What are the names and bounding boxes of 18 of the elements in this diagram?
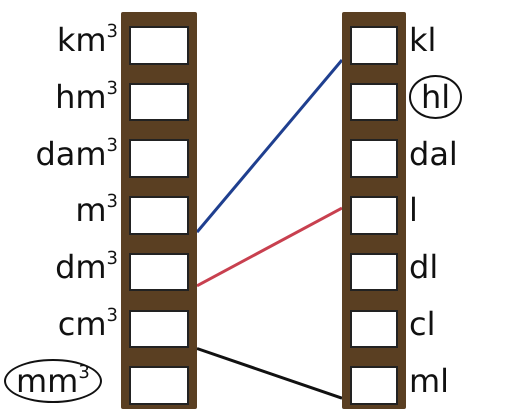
unit-label: dal — [409, 134, 458, 175]
unit-label: kl — [409, 20, 436, 62]
unit-label: ml — [409, 360, 450, 402]
unit-label: m$^{3}$ — [75, 190, 118, 232]
connecting-line — [196, 347, 342, 400]
connecting-line — [196, 206, 343, 288]
unit-label: cm$^{3}$ — [58, 304, 118, 345]
ladder — [342, 12, 406, 409]
circled-unit-label: hl — [409, 75, 462, 120]
unit-label: dam$^{3}$ — [35, 134, 118, 175]
unit-label: dm$^{3}$ — [55, 247, 118, 288]
unit-label: km$^{3}$ — [56, 20, 118, 62]
unit-label: dl — [409, 247, 438, 288]
unit-label: cl — [409, 304, 436, 345]
connecting-line — [196, 59, 344, 234]
unit-label: hm$^{3}$ — [55, 77, 118, 118]
ladder — [121, 12, 197, 409]
unit-label: l — [409, 190, 418, 232]
